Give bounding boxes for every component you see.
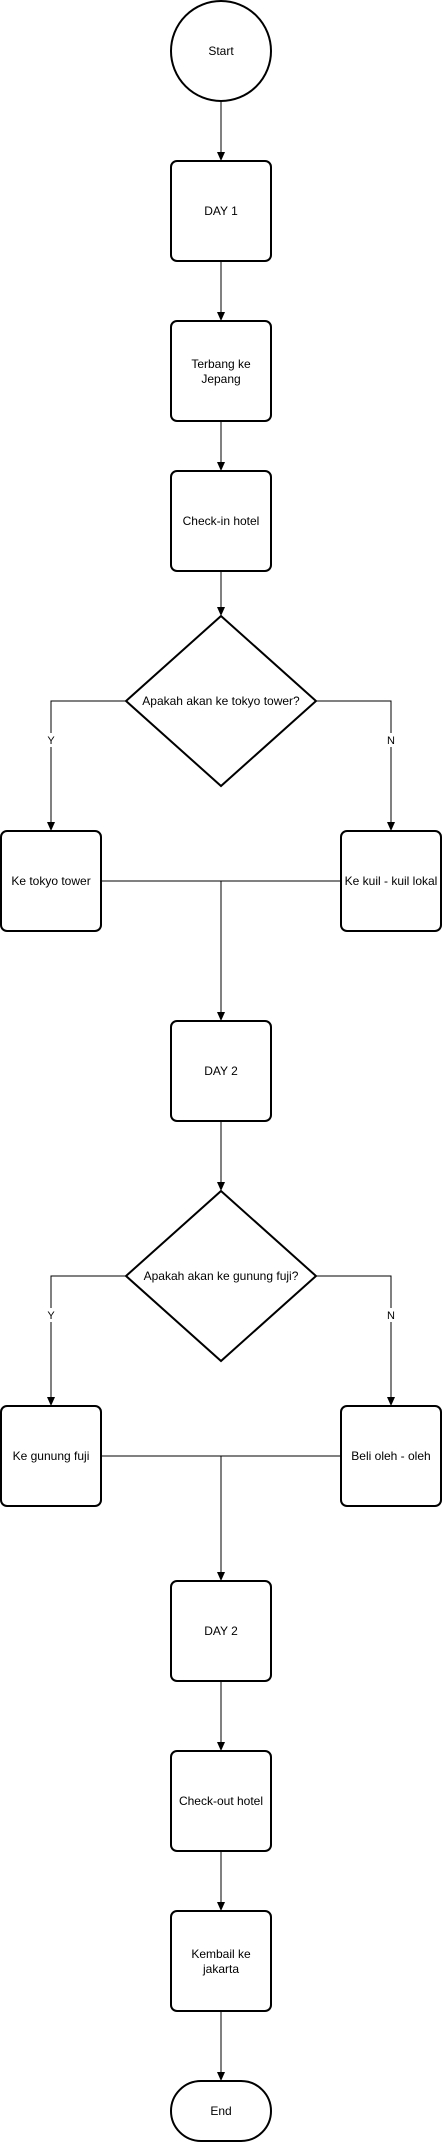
edge-q-fuji-no — [316, 1275, 395, 1406]
fly-label-line1: Terbang ke — [191, 357, 251, 371]
day2b-node[interactable] — [170, 1580, 272, 1682]
checkout-node[interactable] — [170, 1750, 272, 1852]
end-label: End — [210, 2104, 231, 2118]
edge-q-tower-no — [316, 700, 395, 831]
q-fuji-label: Apakah akan ke gunung fuji? — [144, 1269, 299, 1283]
checkout-label: Check-out hotel — [179, 1794, 263, 1808]
q-tower-label: Apakah akan ke tokyo tower? — [142, 694, 300, 708]
q-fuji-decision[interactable] — [124, 1189, 318, 1363]
edge-label-tower-yes: Y — [47, 735, 55, 747]
checkin-label: Check-in hotel — [183, 514, 260, 528]
edge-labels: Y N Y N — [44, 733, 398, 1322]
return-node[interactable] — [170, 1910, 272, 2012]
edge-q-tower-yes — [47, 700, 126, 831]
fly-label-line2: Jepang — [201, 372, 240, 386]
day1-label: DAY 1 — [204, 204, 238, 218]
tokyo-tower-label: Ke tokyo tower — [11, 874, 90, 888]
edges — [47, 102, 395, 2081]
day2a-node[interactable] — [170, 1020, 272, 1122]
start-node[interactable] — [170, 0, 272, 102]
tokyo-tower-node[interactable] — [0, 830, 102, 932]
edge-label-fuji-no: N — [387, 1310, 395, 1322]
return-label-line2: jakarta — [202, 1962, 239, 1976]
day2b-label: DAY 2 — [204, 1624, 238, 1638]
edge-label-tower-no: N — [387, 735, 395, 747]
start-label: Start — [208, 44, 234, 58]
edge-q-fuji-yes — [47, 1275, 126, 1406]
oleh-node[interactable] — [340, 1405, 442, 1507]
node-labels: Start DAY 1 Terbang ke Jepang Check-in h… — [11, 44, 437, 2118]
day1-node[interactable] — [170, 160, 272, 262]
end-node[interactable] — [170, 2080, 272, 2142]
kuliner-node[interactable] — [340, 830, 442, 932]
edge-label-fuji-yes: Y — [47, 1310, 55, 1322]
return-label-line1: Kembail ke — [191, 1947, 251, 1961]
oleh-label: Beli oleh - oleh — [351, 1449, 430, 1463]
checkin-node[interactable] — [170, 470, 272, 572]
fuji-node[interactable] — [0, 1405, 102, 1507]
q-tower-decision[interactable] — [124, 614, 318, 788]
day2a-label: DAY 2 — [204, 1064, 238, 1078]
fly-node[interactable] — [170, 320, 272, 422]
kuliner-label: Ke kuil - kuil lokal — [345, 874, 438, 888]
fuji-label: Ke gunung fuji — [13, 1449, 90, 1463]
